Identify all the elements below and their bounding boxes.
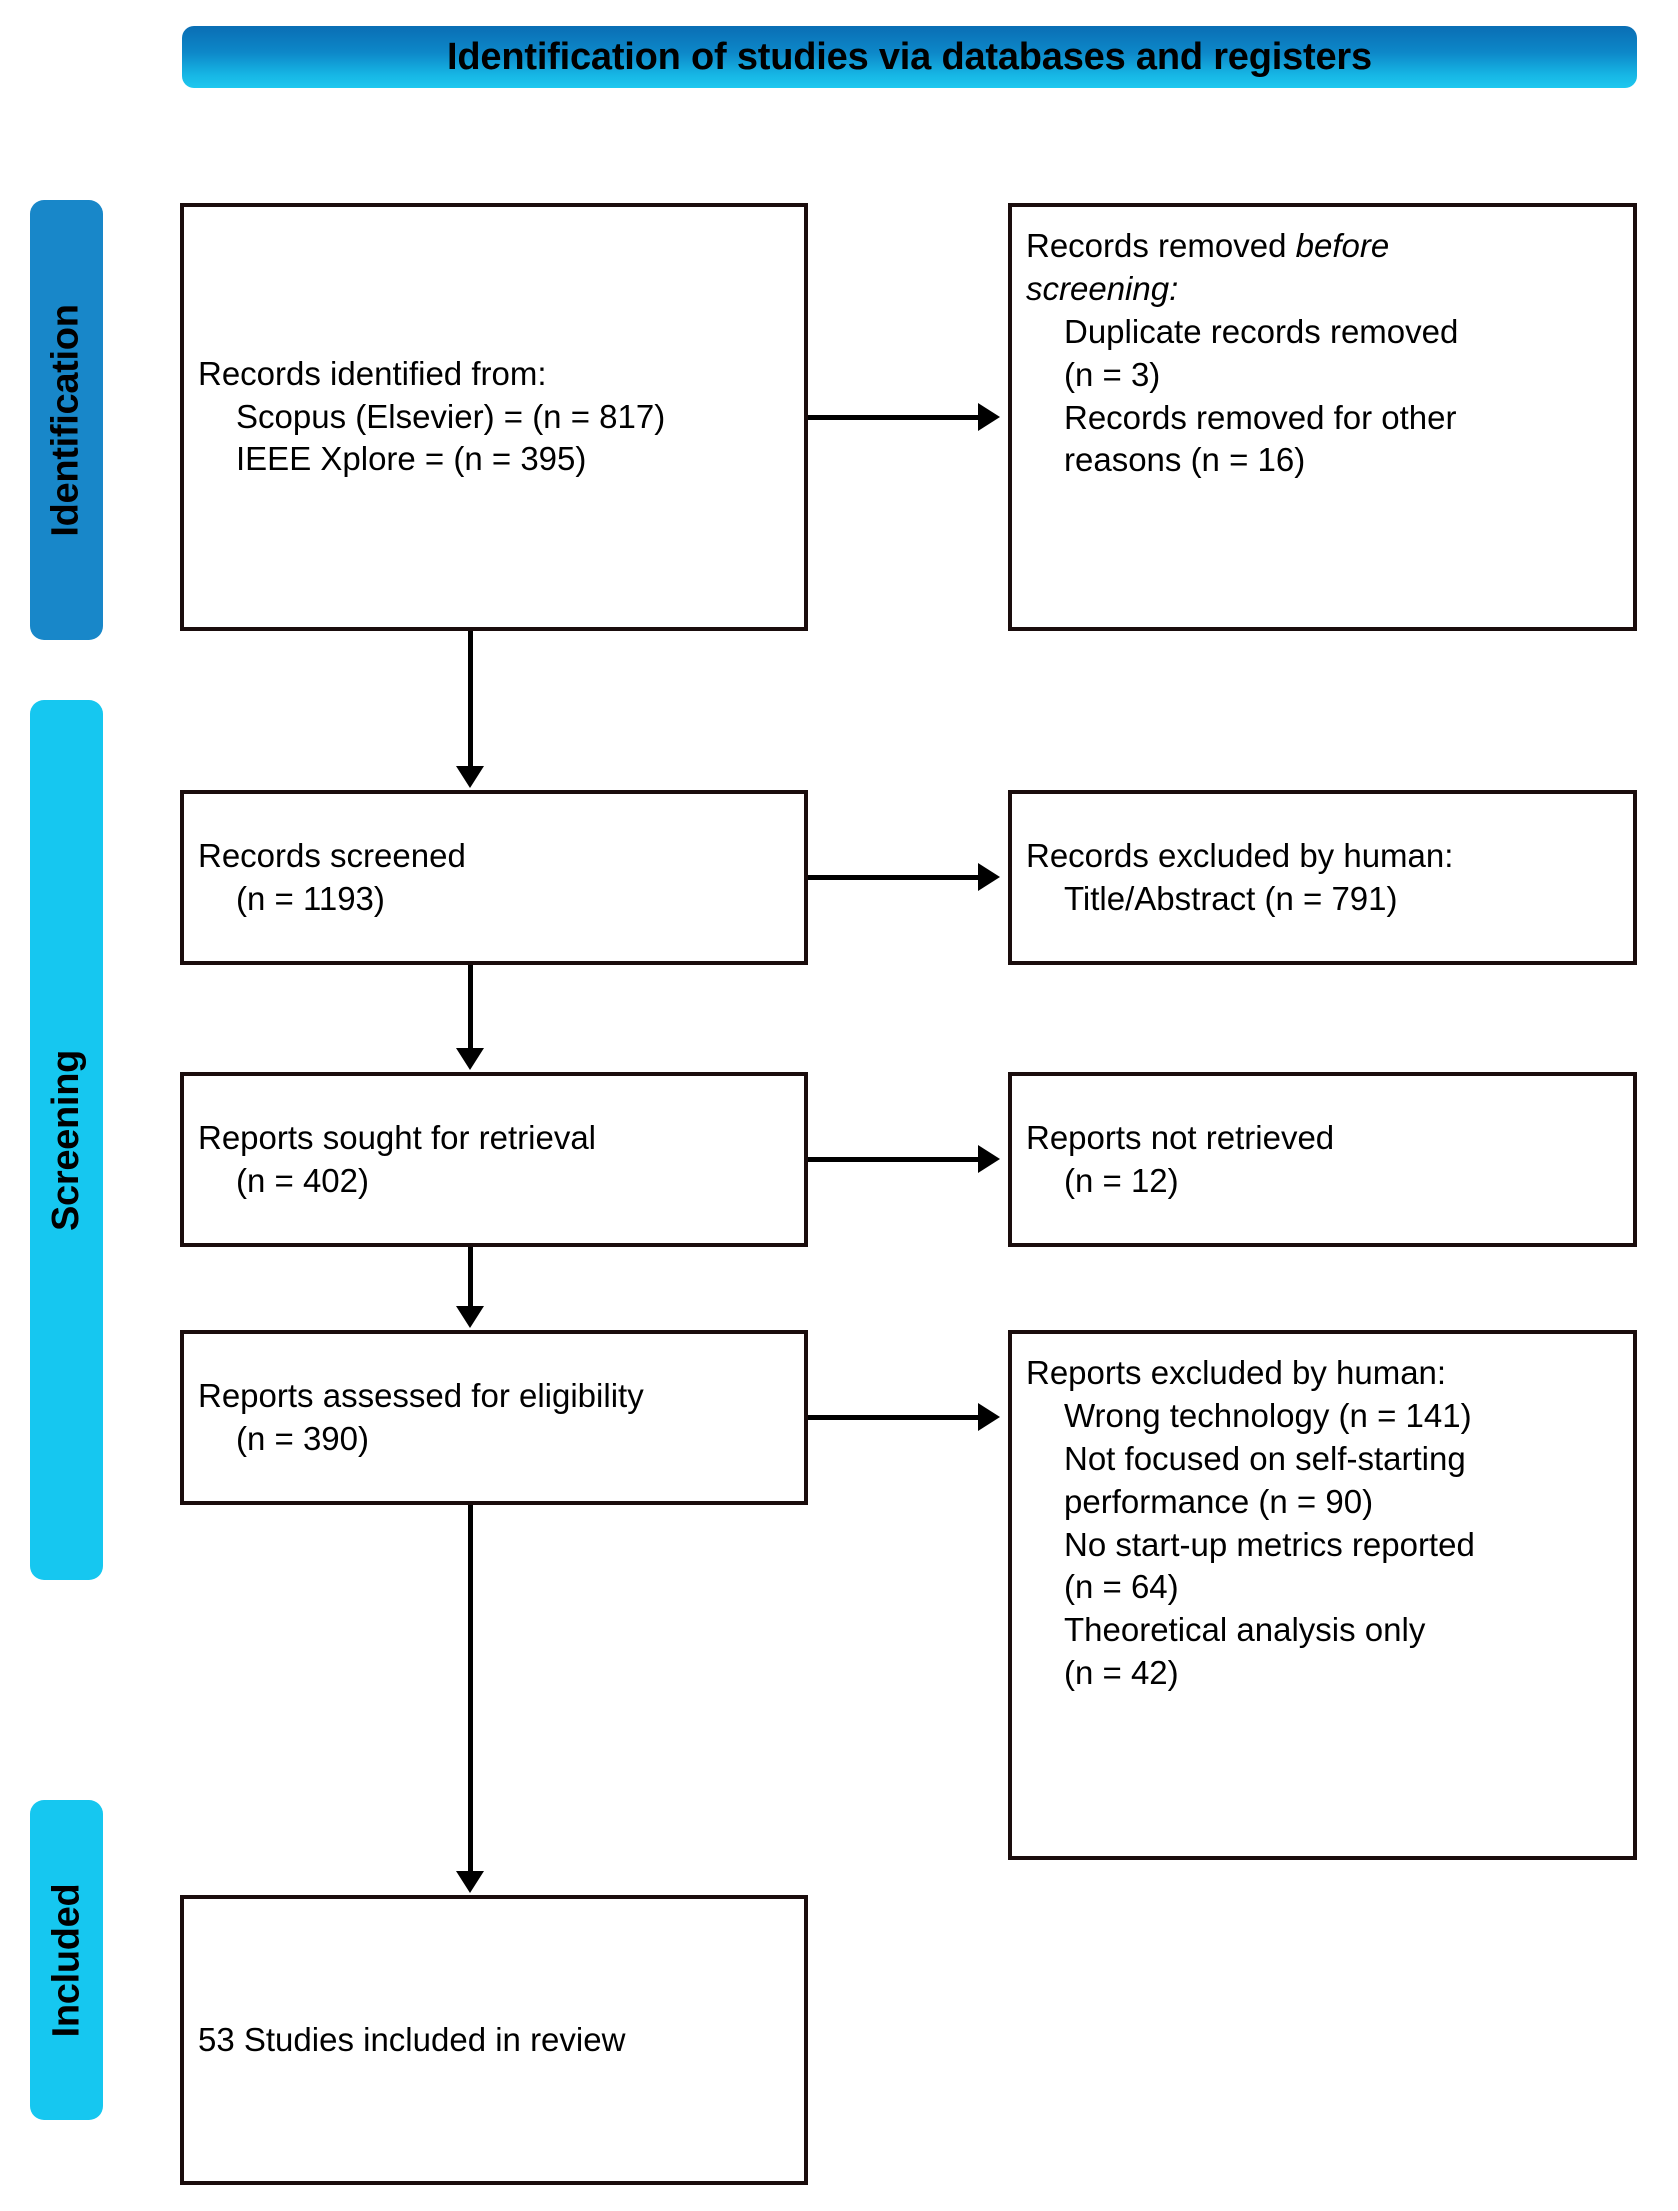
- connector-screened-to-sought: [468, 965, 473, 1050]
- diagram-header-banner: Identification of studies via databases …: [182, 26, 1637, 88]
- connector-identified-to-removed: [808, 415, 980, 420]
- arrowhead-sought-to-assessed: [456, 1306, 484, 1328]
- connector-sought-to-assessed: [468, 1247, 473, 1308]
- stage-tab-included: Included: [30, 1800, 103, 2120]
- box-line-ieee: IEEE Xplore = (n = 395): [236, 440, 587, 478]
- box-line-title-cont: screening:: [1026, 269, 1179, 307]
- connector-screened-to-excluded: [808, 875, 980, 880]
- box-reports-sought-for-retrieval: Reports sought for retrieval (n = 402): [180, 1072, 808, 1247]
- box-line-count: (n = 12): [1064, 1161, 1179, 1199]
- box-records-removed-before-screening: Records removed before screening: Duplic…: [1008, 203, 1637, 631]
- connector-assessed-to-excluded-eligibility: [808, 1415, 980, 1420]
- stage-tab-identification: Identification: [30, 200, 103, 640]
- stage-label-identification: Identification: [45, 303, 87, 537]
- box-records-identified: Records identified from: Scopus (Elsevie…: [180, 203, 808, 631]
- arrowhead-sought-to-not-retrieved: [978, 1145, 1000, 1173]
- box-line-title: Records removed before: [1026, 225, 1619, 268]
- connector-sought-to-not-retrieved: [808, 1157, 980, 1162]
- box-line-title: Records identified from:: [198, 354, 547, 392]
- box-records-excluded-by-human: Records excluded by human: Title/Abstrac…: [1008, 790, 1637, 965]
- connector-identified-to-screened: [468, 631, 473, 768]
- box-line-title: Reports not retrieved: [1026, 1118, 1335, 1156]
- arrowhead-screened-to-excluded: [978, 863, 1000, 891]
- box-line-title: Reports excluded by human:: [1026, 1354, 1447, 1391]
- stage-label-included: Included: [45, 1883, 87, 2037]
- box-records-screened: Records screened (n = 1193): [180, 790, 808, 965]
- box-line-no-metrics-b: (n = 64): [1064, 1568, 1179, 1606]
- stage-label-screening: Screening: [45, 1049, 87, 1231]
- box-line-count: (n = 1193): [236, 879, 385, 917]
- box-line-other-reasons-n: reasons (n = 16): [1064, 441, 1306, 479]
- box-line-count: (n = 402): [236, 1161, 369, 1199]
- box-line-title-abstract: Title/Abstract (n = 791): [1064, 879, 1398, 917]
- box-line-no-metrics-a: No start-up metrics reported: [1064, 1525, 1475, 1563]
- arrowhead-screened-to-sought: [456, 1048, 484, 1070]
- box-studies-included-in-review: 53 Studies included in review: [180, 1895, 808, 2185]
- connector-assessed-to-included: [468, 1505, 473, 1873]
- box-line-scopus: Scopus (Elsevier) = (n = 817): [236, 397, 666, 435]
- title-italic-before: before: [1295, 227, 1390, 264]
- arrowhead-identified-to-removed: [978, 403, 1000, 431]
- box-line-title: Records screened: [198, 836, 466, 874]
- box-reports-assessed-for-eligibility: Reports assessed for eligibility (n = 39…: [180, 1330, 808, 1505]
- box-line-not-focused-a: Not focused on self-starting: [1064, 1439, 1466, 1477]
- arrowhead-assessed-to-included: [456, 1871, 484, 1893]
- box-line-title: Reports assessed for eligibility: [198, 1376, 644, 1414]
- box-line-other-reasons: Records removed for other: [1064, 398, 1457, 436]
- box-line-duplicates-n: (n = 3): [1064, 355, 1161, 393]
- box-line-title: Reports sought for retrieval: [198, 1118, 597, 1156]
- box-line-theoretical-a: Theoretical analysis only: [1064, 1611, 1426, 1649]
- title-plain-text: Records removed: [1026, 227, 1296, 264]
- arrowhead-assessed-to-excluded-eligibility: [978, 1403, 1000, 1431]
- arrowhead-identified-to-screened: [456, 766, 484, 788]
- box-line-wrong-technology: Wrong technology (n = 141): [1064, 1396, 1472, 1434]
- box-reports-excluded-by-human: Reports excluded by human: Wrong technol…: [1008, 1330, 1637, 1860]
- box-reports-not-retrieved: Reports not retrieved (n = 12): [1008, 1072, 1637, 1247]
- box-line-count: (n = 390): [236, 1419, 369, 1457]
- box-line-theoretical-b: (n = 42): [1064, 1654, 1179, 1692]
- stage-tab-screening: Screening: [30, 700, 103, 1580]
- box-line-title: 53 Studies included in review: [198, 2020, 626, 2058]
- box-line-duplicates: Duplicate records removed: [1064, 312, 1459, 350]
- page-title: Identification of studies via databases …: [447, 35, 1372, 78]
- box-line-title: Records excluded by human:: [1026, 836, 1454, 874]
- box-line-not-focused-b: performance (n = 90): [1064, 1482, 1374, 1520]
